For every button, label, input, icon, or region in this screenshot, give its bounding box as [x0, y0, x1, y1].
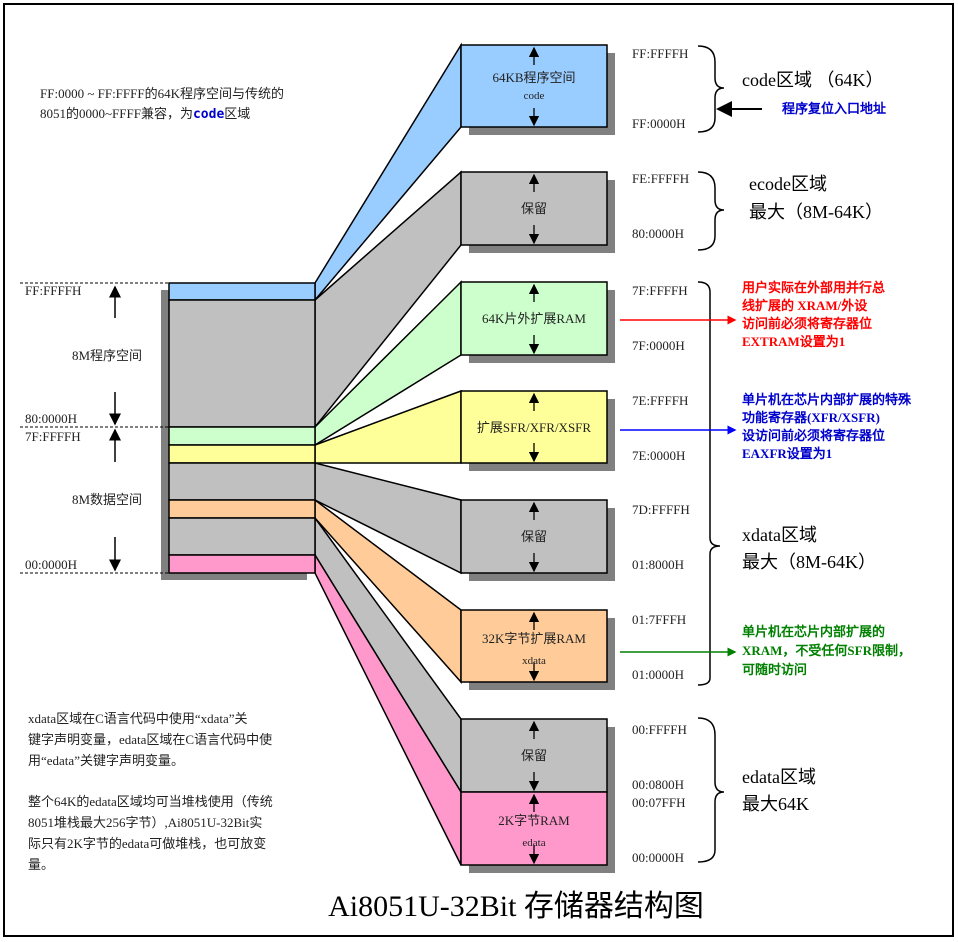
svg-text:量。: 量。	[28, 857, 54, 872]
edata-region-label: edata区域	[742, 767, 816, 787]
svg-text:线扩展的 XRAM/外设: 线扩展的 XRAM/外设	[742, 298, 868, 313]
svg-text:00:0000H: 00:0000H	[632, 850, 684, 865]
stack-reserved2	[168, 517, 316, 556]
stack-edata	[168, 554, 316, 574]
xdata-region-label: xdata区域	[742, 525, 817, 545]
top-note-line1: FF:0000 ~ FF:FFFF的64K程序空间与传统的	[40, 86, 284, 101]
code-region-label: code区域 （64K）	[742, 70, 883, 90]
box-label: 扩展SFR/XFR/XSFR	[477, 420, 591, 435]
addr-7f-ffff: 7F:FFFFH	[25, 429, 81, 444]
svg-text:00:07FFH: 00:07FFH	[632, 795, 685, 810]
stack-sfr	[168, 444, 316, 464]
svg-text:EAXFR设置为1: EAXFR设置为1	[742, 446, 832, 461]
svg-text:XRAM，不受任何SFR限制，: XRAM，不受任何SFR限制，	[742, 643, 911, 658]
box-sublabel: code	[524, 90, 545, 102]
svg-text:功能寄存器(XFR/XSFR): 功能寄存器(XFR/XSFR)	[742, 410, 880, 425]
svg-text:FF:FFFFH: FF:FFFFH	[632, 46, 688, 61]
box-sublabel: xdata	[522, 655, 546, 667]
bottom-notes: xdata区域在C语言代码中使用“xdata”关 键字声明变量，edata区域在…	[28, 711, 273, 872]
svg-text:7E:0000H: 7E:0000H	[632, 448, 685, 463]
svg-text:FE:FFFFH: FE:FFFFH	[632, 171, 689, 186]
box-label: 2K字节RAM	[498, 813, 570, 828]
svg-text:际只有2K字节的edata可做堆栈，也可放变: 际只有2K字节的edata可做堆栈，也可放变	[28, 836, 266, 851]
svg-text:7F:0000H: 7F:0000H	[632, 338, 685, 353]
box-label: 32K字节扩展RAM	[482, 631, 586, 646]
ecode-region-size: 最大（8M-64K）	[749, 202, 883, 222]
box-label: 保留	[521, 529, 547, 544]
svg-text:键字声明变量，edata区域在C语言代码中使: 键字声明变量，edata区域在C语言代码中使	[28, 732, 272, 747]
svg-text:01:0000H: 01:0000H	[632, 667, 684, 682]
stack-xdata	[168, 499, 316, 519]
addr-80-0000: 80:0000H	[25, 411, 77, 426]
svg-text:xdata区域在C语言代码中使用“xdata”关: xdata区域在C语言代码中使用“xdata”关	[28, 711, 248, 726]
svg-text:EXTRAM设置为1: EXTRAM设置为1	[742, 334, 845, 349]
svg-text:8051堆栈最大256字节）,Ai8051U-32Bit实: 8051堆栈最大256字节）,Ai8051U-32Bit实	[28, 815, 262, 830]
svg-text:设访问前必须将寄存器位: 设访问前必须将寄存器位	[742, 428, 885, 443]
svg-text:单片机在芯片内部扩展的特殊: 单片机在芯片内部扩展的特殊	[742, 392, 912, 407]
braces	[697, 45, 725, 863]
svg-text:可随时访问: 可随时访问	[742, 662, 807, 677]
stack-ext-ram	[168, 426, 316, 446]
data-space-label: 8M数据空间	[72, 492, 142, 507]
svg-text:7D:FFFFH: 7D:FFFFH	[632, 502, 690, 517]
svg-text:80:0000H: 80:0000H	[632, 226, 684, 241]
addr-00-0000: 00:0000H	[25, 557, 77, 572]
top-note-line2: 8051的0000~FFFF兼容，为code区域	[40, 106, 250, 122]
stack-code	[168, 282, 316, 301]
svg-text:整个64K的edata区域均可当堆栈使用（传统: 整个64K的edata区域均可当堆栈使用（传统	[28, 794, 273, 809]
edata-region-size: 最大64K	[742, 794, 809, 814]
box-sublabel: edata	[522, 837, 545, 849]
svg-text:用户实际在外部用并行总: 用户实际在外部用并行总	[741, 280, 885, 295]
svg-text:01:8000H: 01:8000H	[632, 557, 684, 572]
left-memory-stack	[168, 282, 316, 574]
addr-ff-ffff: FF:FFFFH	[25, 283, 81, 298]
svg-text:访问前必须将寄存器位: 访问前必须将寄存器位	[742, 316, 872, 331]
stack-shadow-bottom	[161, 573, 307, 580]
stack-shadow	[161, 290, 169, 580]
svg-text:00:0800H: 00:0800H	[632, 777, 684, 792]
program-space-label: 8M程序空间	[72, 348, 142, 363]
svg-text:7F:FFFFH: 7F:FFFFH	[632, 283, 688, 298]
reset-entry-label: 程序复位入口地址	[782, 101, 886, 116]
svg-text:用“edata”关键字声明变量。: 用“edata”关键字声明变量。	[28, 753, 184, 768]
svg-text:00:FFFFH: 00:FFFFH	[632, 722, 687, 737]
stack-ecode	[168, 299, 316, 428]
box-label: 保留	[521, 201, 547, 216]
box-label: 64KB程序空间	[492, 70, 575, 85]
svg-text:01:7FFFH: 01:7FFFH	[632, 612, 686, 627]
ecode-region-label: ecode区域	[749, 174, 827, 194]
svg-text:单片机在芯片内部扩展的: 单片机在芯片内部扩展的	[742, 624, 885, 639]
box-label: 保留	[521, 748, 547, 763]
xdata-annotation: 单片机在芯片内部扩展的 XRAM，不受任何SFR限制， 可随时访问	[742, 624, 911, 677]
svg-text:7E:FFFFH: 7E:FFFFH	[632, 393, 688, 408]
svg-text:FF:0000H: FF:0000H	[632, 116, 685, 131]
xdata-region-size: 最大（8M-64K）	[742, 552, 876, 572]
box-label: 64K片外扩展RAM	[482, 311, 586, 326]
box-addresses: FF:FFFFH FF:0000H FE:FFFFH 80:0000H 7F:FFF…	[632, 46, 690, 865]
box-labels: 64KB程序空间 code 保留 64K片外扩展RAM 扩展SFR/XFR/XS…	[477, 70, 591, 849]
stack-reserved1	[168, 462, 316, 501]
diagram-title: Ai8051U-32Bit 存储器结构图	[328, 890, 704, 923]
